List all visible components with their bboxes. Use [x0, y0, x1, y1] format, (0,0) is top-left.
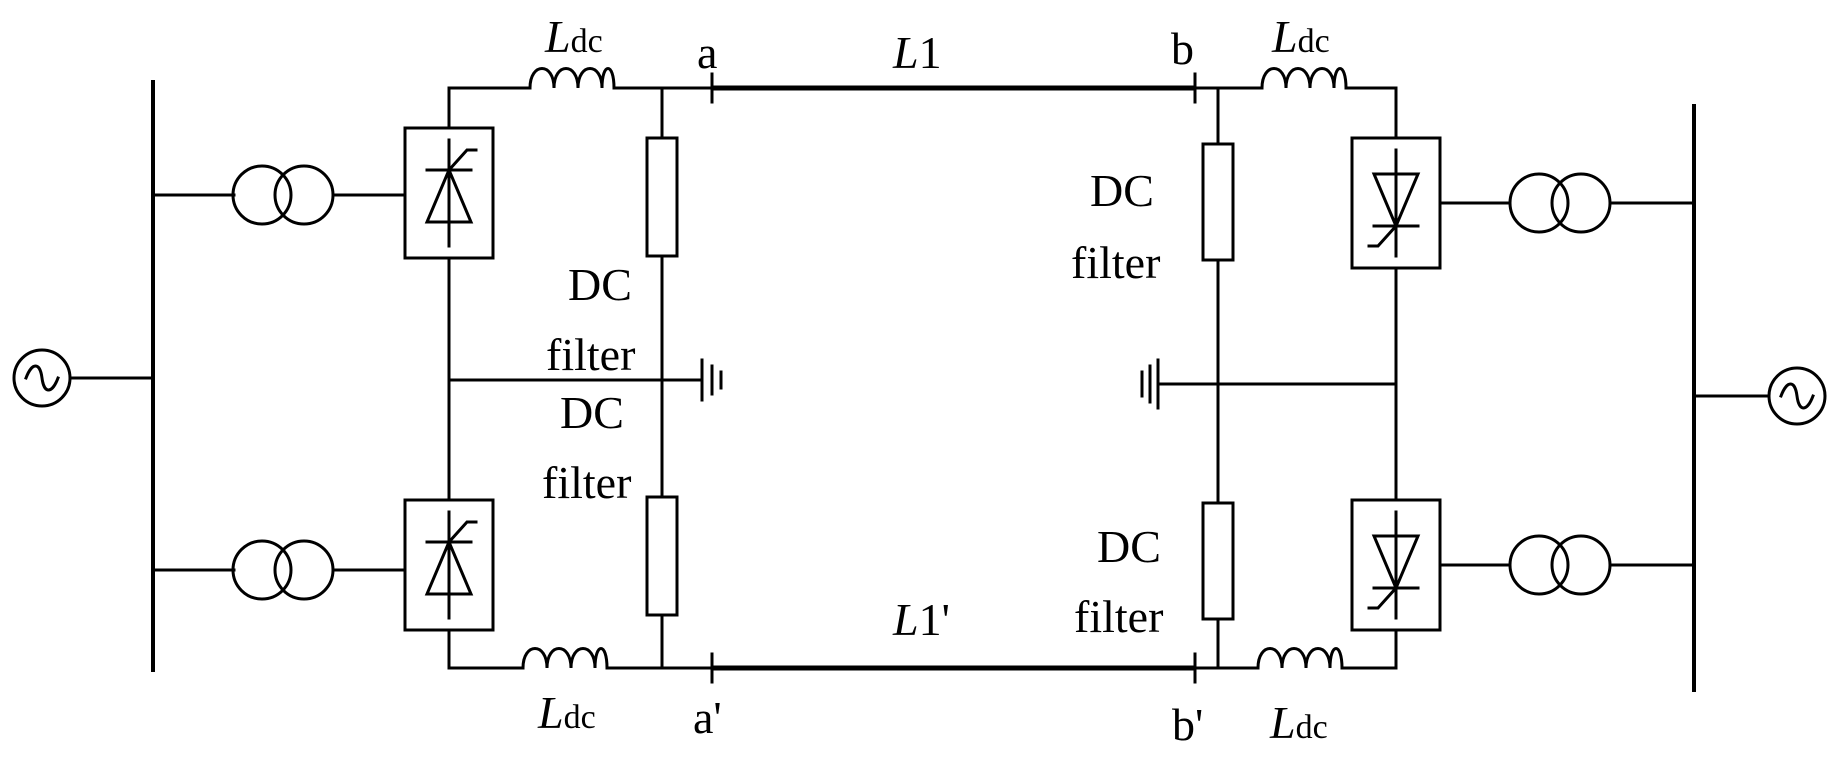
right-lower-dc-label: DC	[1097, 521, 1161, 572]
right-lower-pole-wire	[1340, 628, 1398, 670]
left-ground-icon	[700, 358, 723, 402]
right-lower-dc-filter	[1201, 501, 1235, 621]
right-ground-icon	[1140, 358, 1160, 410]
left-lower-filter-label: filter	[542, 457, 631, 508]
line-l1-label: L1	[892, 27, 942, 78]
left-lower-ldc-label: Ldc	[537, 687, 596, 738]
node-b-prime-label: b'	[1172, 699, 1203, 750]
right-upper-transformer-icon	[1438, 172, 1696, 234]
left-ac-source-icon	[12, 348, 72, 408]
right-lower-transformer-icon	[1438, 534, 1696, 596]
right-upper-dc-filter	[1201, 142, 1235, 262]
left-lower-dc-filter	[645, 495, 679, 617]
left-upper-converter-icon	[403, 126, 495, 260]
left-lower-transformer-icon	[151, 539, 407, 601]
right-upper-ldc-inductor-icon	[1260, 67, 1348, 90]
left-upper-ldc-inductor-icon	[528, 67, 616, 90]
node-b-label: b	[1171, 23, 1194, 74]
right-upper-converter-icon	[1350, 136, 1442, 270]
left-lower-pole-wire	[447, 628, 525, 670]
left-upper-dc-label: DC	[568, 259, 632, 310]
right-lower-converter-icon	[1350, 498, 1442, 632]
left-lower-dc-label: DC	[560, 387, 624, 438]
left-upper-ldc-label: Ldc	[544, 11, 603, 62]
node-a-prime-label: a'	[693, 692, 722, 743]
right-upper-ldc-label: Ldc	[1271, 11, 1330, 62]
node-a-label: a	[697, 27, 717, 78]
left-lower-ldc-inductor-icon	[521, 647, 609, 670]
right-lower-ldc-inductor-icon	[1256, 647, 1344, 670]
left-upper-transformer-icon	[151, 164, 407, 226]
left-lower-converter-icon	[403, 498, 495, 632]
right-lower-filter-label: filter	[1074, 591, 1163, 642]
right-upper-dc-label: DC	[1090, 165, 1154, 216]
right-upper-filter-label: filter	[1071, 237, 1160, 288]
left-upper-dc-filter	[645, 136, 679, 258]
right-ac-source-icon	[1767, 366, 1827, 426]
left-upper-filter-label: filter	[546, 329, 635, 380]
right-lower-ldc-label: Ldc	[1269, 697, 1328, 748]
line-l1-prime-label: L1'	[892, 594, 950, 645]
right-upper-pole-wire	[1344, 86, 1398, 140]
left-upper-pole-wire	[447, 86, 532, 130]
